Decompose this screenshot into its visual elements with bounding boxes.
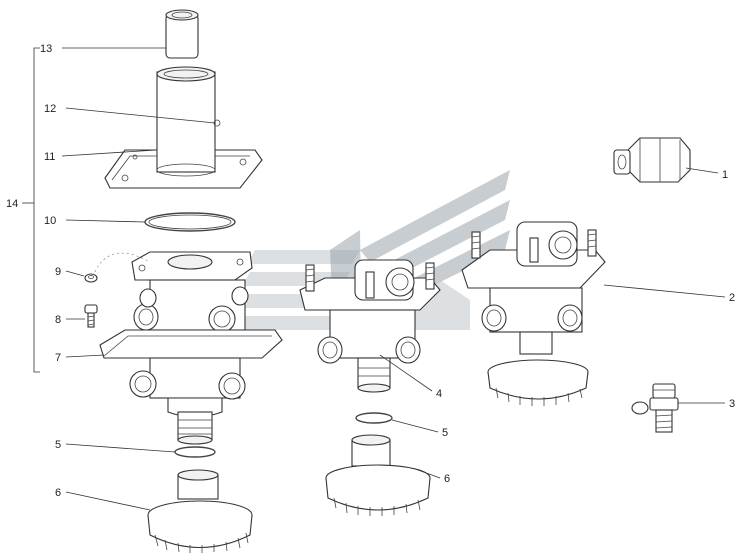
part-6-cap-left bbox=[147, 469, 253, 553]
callout-10: 10 bbox=[44, 215, 56, 227]
part-4-relay-valve bbox=[299, 259, 441, 393]
part-11-tube-flange bbox=[104, 66, 263, 189]
part-9-washer bbox=[84, 273, 98, 283]
callout-5-middle: 5 bbox=[442, 427, 448, 439]
callout-4: 4 bbox=[436, 388, 442, 400]
callout-6-left: 6 bbox=[55, 487, 61, 499]
callout-11: 11 bbox=[44, 151, 55, 163]
callout-12: 12 bbox=[44, 103, 56, 115]
part-5-ring-middle bbox=[355, 412, 393, 424]
callout-1: 1 bbox=[722, 169, 728, 181]
callout-13: 13 bbox=[40, 43, 52, 55]
part-5-ring-left bbox=[174, 446, 216, 458]
callout-3: 3 bbox=[729, 398, 735, 410]
part-13-sleeve bbox=[165, 9, 199, 59]
callout-labels: 13 12 11 14 10 9 8 7 5 6 1 2 3 4 5 6 bbox=[6, 43, 735, 499]
callout-2: 2 bbox=[729, 292, 735, 304]
part-10-o-ring bbox=[144, 212, 236, 232]
callout-6-middle: 6 bbox=[444, 473, 450, 485]
part-3-fitting bbox=[631, 383, 679, 433]
callout-9: 9 bbox=[55, 266, 61, 278]
callout-5-left: 5 bbox=[55, 439, 61, 451]
part-2-valve-right bbox=[461, 221, 606, 406]
callout-8: 8 bbox=[55, 314, 61, 326]
callout-14: 14 bbox=[6, 198, 18, 210]
leader-lines bbox=[22, 47, 726, 511]
part-8-screw bbox=[84, 304, 98, 328]
part-7-valve-body bbox=[99, 251, 283, 445]
callout-7: 7 bbox=[55, 352, 61, 364]
part-6-cap-middle bbox=[325, 434, 431, 516]
part-1-fitting bbox=[613, 137, 691, 183]
